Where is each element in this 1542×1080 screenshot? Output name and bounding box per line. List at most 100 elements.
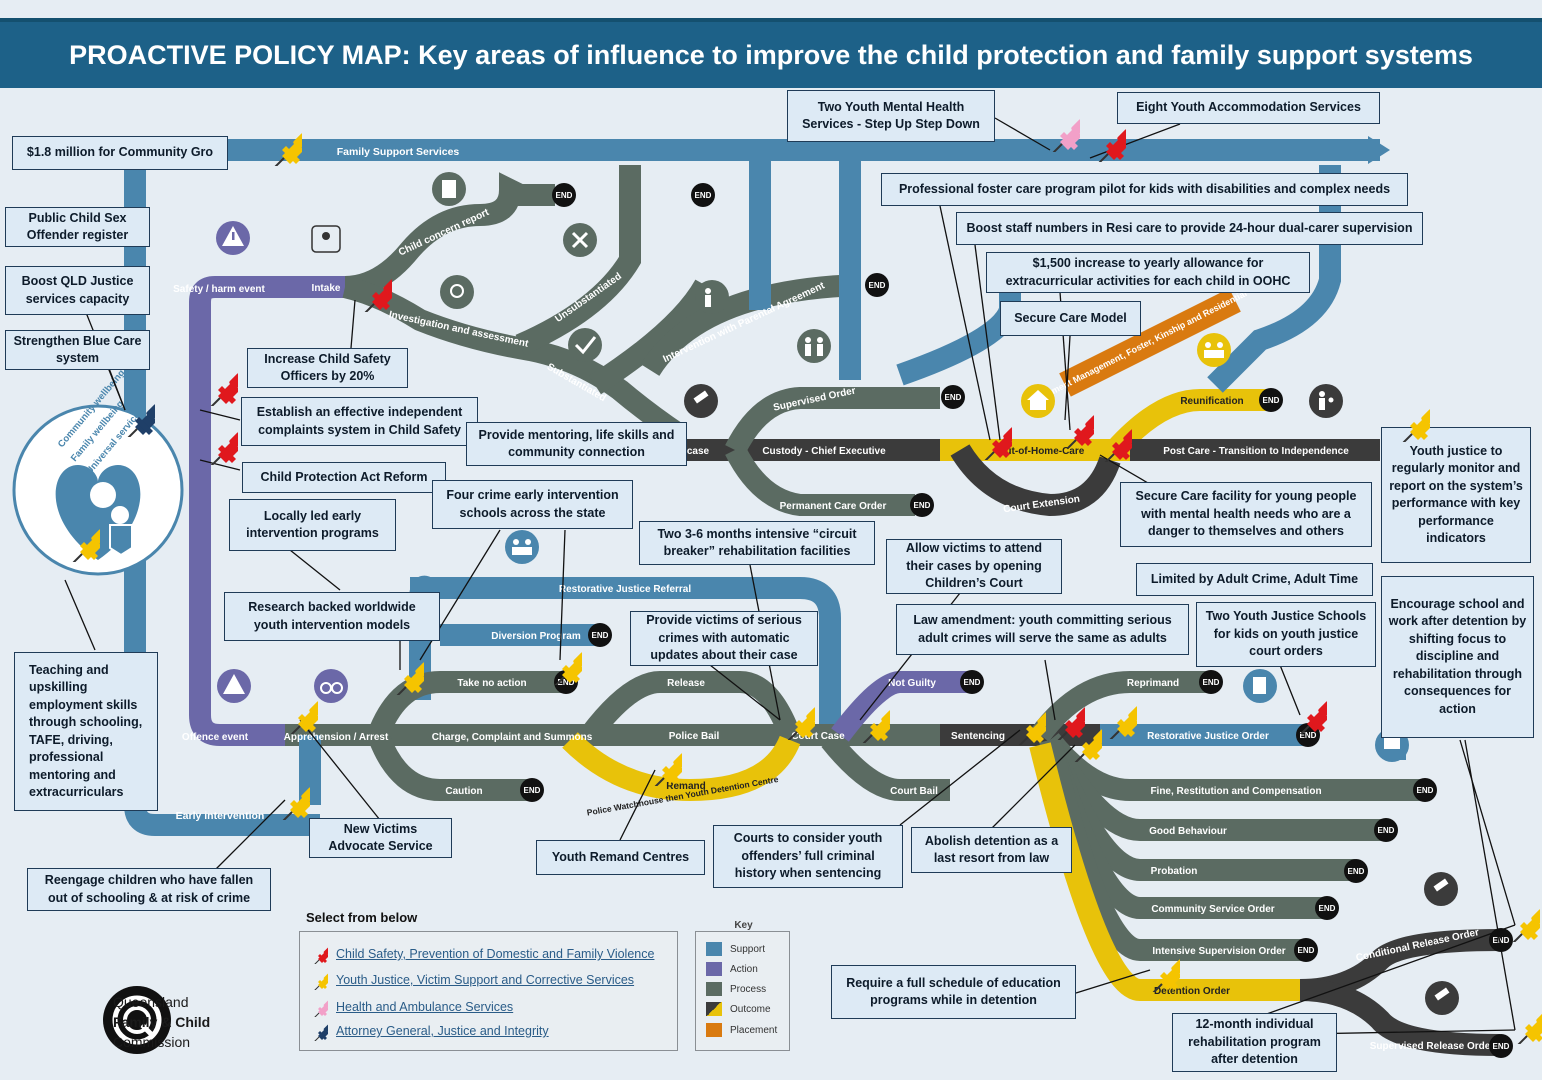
legend-item-attorney-general[interactable]: Attorney General, Justice and Integrity <box>336 1024 549 1038</box>
yellow-pin-icon[interactable] <box>384 655 424 695</box>
community-circle: Community wellbeing Family wellbeing Uni… <box>12 368 184 576</box>
end-badge: END <box>1489 1034 1513 1058</box>
group-icon <box>1197 333 1231 367</box>
callout-yj-schools[interactable]: Two Youth Justice Schools for kids on yo… <box>1196 602 1376 667</box>
end-badge: END <box>552 183 576 207</box>
callout-complaints-system[interactable]: Establish an effective independent compl… <box>241 397 478 446</box>
good-behaviour-label: Good Behaviour <box>1149 826 1227 837</box>
callout-secure-care-model[interactable]: Secure Care Model <box>1000 301 1141 336</box>
callout-crime-schools[interactable]: Four crime early intervention schools ac… <box>432 480 633 529</box>
red-pin-icon[interactable] <box>1086 122 1126 162</box>
restorative-referral-label: Restorative Justice Referral <box>559 584 692 595</box>
svg-text:END: END <box>1298 946 1315 955</box>
red-pin-icon[interactable] <box>352 272 392 312</box>
callout-child-safety-officers[interactable]: Increase Child Safety Officers by 20% <box>247 348 408 388</box>
callout-new-victims[interactable]: New Victims Advocate Service <box>309 818 452 858</box>
callout-remand-centres[interactable]: Youth Remand Centres <box>536 840 705 875</box>
leader-lines <box>64 117 1516 1036</box>
red-pin-icon[interactable] <box>1287 694 1327 734</box>
red-pin-icon[interactable] <box>198 366 238 406</box>
callout-law-amendment[interactable]: Law amendment: youth committing serious … <box>896 604 1189 655</box>
yellow-pin-icon[interactable] <box>1006 705 1046 745</box>
legend-title: Select from below <box>306 910 418 925</box>
header-banner: PROACTIVE POLICY MAP: Key areas of influ… <box>0 18 1542 88</box>
callout-youth-mental-health[interactable]: Two Youth Mental Health Services - Step … <box>787 90 995 142</box>
yellow-pin-icon[interactable] <box>642 746 682 786</box>
end-badge: END <box>1489 928 1513 952</box>
yellow-pin-icon[interactable] <box>1500 902 1540 942</box>
yellow-pin-icon[interactable] <box>1062 722 1102 762</box>
callout-youth-accommodation[interactable]: Eight Youth Accommodation Services <box>1117 92 1380 124</box>
callout-victims-court[interactable]: Allow victims to attend their cases by o… <box>886 539 1062 594</box>
court-case-label: Court Case <box>791 731 845 742</box>
red-pin-icon[interactable] <box>198 425 238 465</box>
key-row-placement: Placement <box>706 1023 777 1037</box>
callout-secure-facility[interactable]: Secure Care facility for young people wi… <box>1120 482 1372 547</box>
pink-pin-icon[interactable] <box>1040 112 1080 152</box>
yellow-pin-icon[interactable] <box>1505 1004 1542 1044</box>
end-badge: END <box>520 778 544 802</box>
community-group-icon <box>505 530 539 564</box>
callout-teaching[interactable]: Teaching and upskilling employment skill… <box>14 652 158 811</box>
callout-abolish-detention[interactable]: Abolish detention as a last resort from … <box>911 827 1072 873</box>
callout-education-detention[interactable]: Require a full schedule of education pro… <box>831 965 1076 1019</box>
callout-cp-act-reform[interactable]: Child Protection Act Reform <box>242 462 446 493</box>
callout-blue-care[interactable]: Strengthen Blue Care system <box>5 330 150 370</box>
yellow-pin-icon[interactable] <box>1097 699 1137 739</box>
yellow-pin-icon[interactable] <box>270 780 310 820</box>
yellow-pin-icon[interactable] <box>262 126 302 166</box>
callout-encourage-school[interactable]: Encourage school and work after detentio… <box>1381 576 1534 738</box>
youth-justice-roads <box>285 575 1501 1056</box>
callout-reengage[interactable]: Reengage children who have fallen out of… <box>27 868 271 911</box>
red-pin-icon <box>311 946 328 964</box>
end-badge: END <box>588 623 612 647</box>
end-badge: END <box>1344 859 1368 883</box>
key-row-process: Process <box>706 982 766 996</box>
yellow-pin-icon[interactable] <box>775 700 815 740</box>
callout-sex-offender-register[interactable]: Public Child Sex Offender register <box>5 207 150 247</box>
callout-12-month-rehab[interactable]: 12-month individual rehabilitation progr… <box>1172 1013 1337 1072</box>
svg-text:END: END <box>695 191 712 200</box>
callout-victim-updates[interactable]: Provide victims of serious crimes with a… <box>630 611 818 666</box>
yellow-pin-icon[interactable] <box>850 703 890 743</box>
yellow-pin-icon[interactable] <box>1140 952 1180 992</box>
svg-text:END: END <box>1348 867 1365 876</box>
court-bail-label: Court Bail <box>890 786 938 797</box>
legend-box: Child Safety, Prevention of Domestic and… <box>299 931 678 1051</box>
legend-item-child-safety[interactable]: Child Safety, Prevention of Domestic and… <box>336 947 655 961</box>
svg-text:END: END <box>558 678 575 687</box>
end-badge: END <box>1294 938 1318 962</box>
callout-research-models[interactable]: Research backed worldwide youth interven… <box>224 592 440 641</box>
legend-item-health[interactable]: Health and Ambulance Services <box>336 1000 514 1014</box>
qfcc-logo-icon <box>103 986 171 1054</box>
red-pin-icon[interactable] <box>972 420 1012 460</box>
callout-foster-pilot[interactable]: Professional foster care program pilot f… <box>881 173 1408 206</box>
yellow-pin-icon[interactable] <box>60 522 100 562</box>
court-extension-road <box>950 444 1121 517</box>
callout-locally-led[interactable]: Locally led early intervention programs <box>229 499 396 551</box>
key-row-action: Action <box>706 962 758 976</box>
callout-adult-crime[interactable]: Limited by Adult Crime, Adult Time <box>1136 563 1373 596</box>
callout-boost-justice[interactable]: Boost QLD Justice services capacity <box>5 266 150 315</box>
navy-pin-icon[interactable] <box>115 397 155 437</box>
callout-allowance[interactable]: $1,500 increase to yearly allowance for … <box>986 252 1310 293</box>
gavel-icon <box>1424 872 1458 906</box>
warning-icon <box>216 221 250 255</box>
yellow-pin-icon[interactable] <box>278 694 318 734</box>
callout-youth-monitor[interactable]: Youth justice to regularly monitor and r… <box>1381 427 1531 563</box>
yellow-pin-icon[interactable] <box>1390 402 1430 442</box>
legend-item-youth-justice[interactable]: Youth Justice, Victim Support and Correc… <box>336 973 635 987</box>
end-badge: END <box>941 385 965 409</box>
callout-full-history[interactable]: Courts to consider youth offenders’ full… <box>713 825 903 888</box>
callout-boost-staff[interactable]: Boost staff numbers in Resi care to prov… <box>956 212 1423 245</box>
probation-label: Probation <box>1151 866 1198 877</box>
svg-text:END: END <box>869 281 886 290</box>
svg-text:END: END <box>1417 786 1434 795</box>
callout-circuit-breaker[interactable]: Two 3-6 months intensive “circuit breake… <box>639 521 875 565</box>
callout-mentoring[interactable]: Provide mentoring, life skills and commu… <box>466 422 687 466</box>
yellow-pin-icon[interactable] <box>542 645 582 685</box>
red-pin-icon[interactable] <box>1092 422 1132 462</box>
callout-community-gro[interactable]: $1.8 million for Community Gro <box>12 136 228 170</box>
svg-text:END: END <box>964 678 981 687</box>
red-pin-icon[interactable] <box>1054 408 1094 448</box>
